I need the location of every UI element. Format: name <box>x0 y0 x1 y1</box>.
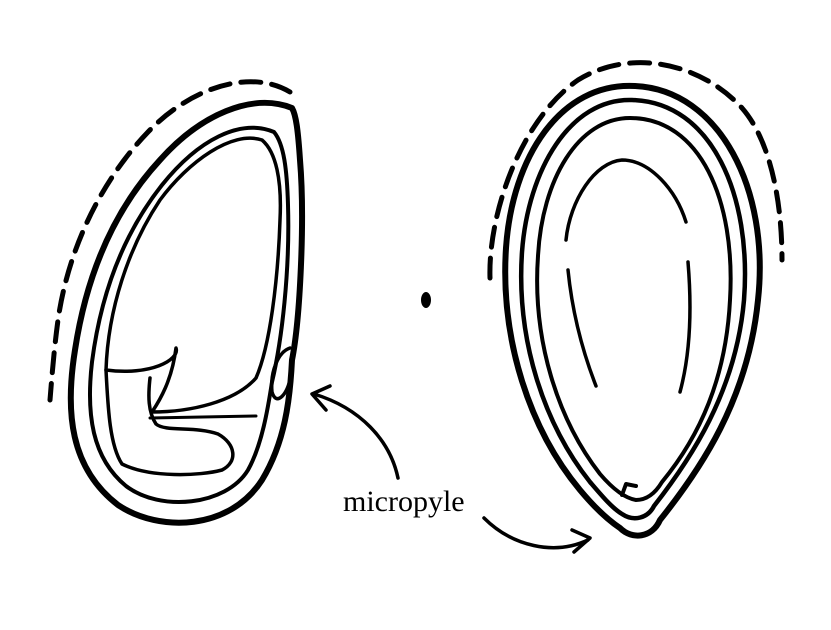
ink-spot <box>421 292 431 308</box>
left-seed-micropyle-bulge <box>269 346 292 401</box>
micropyle-annotation: micropyle <box>310 384 592 554</box>
arrow-to-left-seed <box>312 392 400 480</box>
right-seed-cotyledon-arc <box>564 158 688 242</box>
left-seed-radicle-divider <box>148 414 258 420</box>
right-seed-middle-coat <box>519 97 748 521</box>
arrow-head-right <box>570 528 592 554</box>
right-seed-embryo-left <box>566 268 598 388</box>
right-seed-embryo-right <box>678 260 692 394</box>
right-seed-dashed-layer <box>487 60 785 281</box>
left-seed-radicle <box>104 368 235 477</box>
left-seed <box>47 79 305 526</box>
left-seed-inner-coat <box>88 125 291 504</box>
left-seed-dashed-layer <box>47 79 293 403</box>
arrow-head-left <box>310 384 332 412</box>
micropyle-label: micropyle <box>343 485 465 518</box>
right-seed-micropyle-mark <box>620 482 638 497</box>
right-seed <box>487 60 785 539</box>
arrow-to-right-seed <box>482 516 590 550</box>
right-seed-outer-coat <box>502 82 763 539</box>
right-seed-inner-coat <box>535 116 733 502</box>
left-seed-outer-coat <box>67 99 305 526</box>
left-seed-embryo-outline <box>104 136 283 414</box>
